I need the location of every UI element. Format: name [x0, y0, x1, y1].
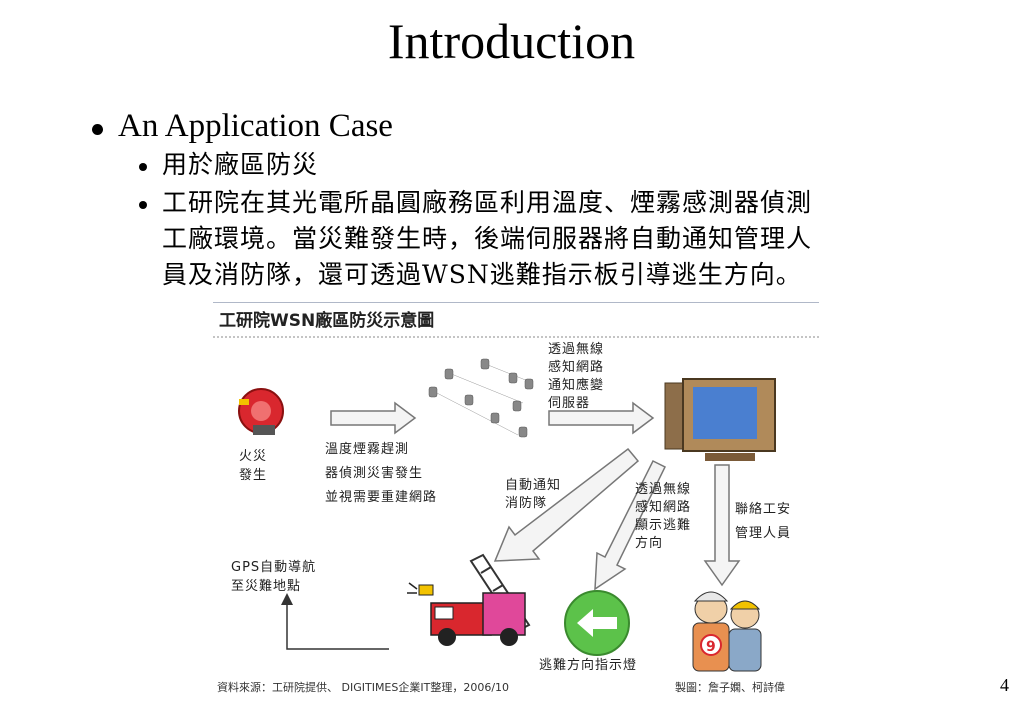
sub-bullet-dot: [139, 201, 147, 209]
sub-bullet-2-line-3: 員及消防隊，還可透過WSN逃難指示板引導逃生方向。: [162, 260, 802, 289]
fire-label-1: 火災: [239, 449, 267, 464]
wireless-server-label-2: 感知網路: [548, 359, 604, 375]
sensing-label-3: 並視需要重建網路: [325, 489, 437, 505]
sub-bullet-1: 用於廠區防災: [162, 150, 319, 179]
fire-alarm-icon: [238, 388, 284, 435]
display-label-1: 透過無線: [635, 481, 691, 497]
gps-label-2: 至災難地點: [231, 579, 301, 594]
contact-label-2: 管理人員: [735, 526, 791, 541]
wireless-server-label-4: 伺服器: [548, 396, 590, 411]
arrow-down-icon: [703, 464, 741, 587]
exit-sign-icon: [564, 590, 630, 656]
contact-label-1: 聯絡工安: [735, 501, 791, 517]
arrow-right-icon: [548, 401, 655, 435]
bullet-dot: [92, 124, 103, 135]
notify-fire-label-1: 自動通知: [505, 477, 561, 493]
page-number: 4: [1000, 675, 1009, 695]
arrow-right-icon: [330, 401, 417, 435]
sub-bullet-dot: [139, 163, 147, 171]
server-computer-icon: [664, 378, 776, 461]
notify-fire-label-2: 消防隊: [505, 495, 547, 511]
sensing-label-1: 溫度煙霧趕測: [325, 441, 409, 457]
sensor-network-icon: [428, 358, 534, 438]
source-right: 製圖：詹子嫻、柯詩偉: [675, 680, 785, 694]
slide-title: Introduction: [387, 13, 636, 69]
display-label-3: 顯示逃難: [635, 518, 691, 533]
wireless-server-label-3: 通知應變: [548, 377, 604, 393]
wsn-disaster-diagram: 工研院WSN廠區防災示意圖 火災 發生: [213, 302, 819, 699]
display-label-4: 方向: [635, 535, 663, 551]
arrow-down-icon: [594, 459, 667, 591]
sub-bullet-2-line-2: 工廠環境。當災難發生時，後端伺服器將自動通知管理人: [162, 224, 813, 253]
sub-bullet-2-line-1: 工研院在其光電所晶圓廠務區利用溫度、煙霧感測器偵測: [162, 188, 813, 217]
exit-sign-label: 逃難方向指示燈: [539, 657, 637, 673]
diagram-title: 工研院WSN廠區防災示意圖: [219, 310, 434, 331]
arrow-down-left-icon: [493, 447, 640, 562]
fire-truck-icon: [407, 553, 531, 646]
sensing-label-2: 器偵測災害發生: [325, 465, 423, 481]
safety-staff-icon: 9: [692, 591, 762, 672]
fire-label-2: 發生: [239, 468, 267, 483]
wireless-server-label-1: 透過無線: [548, 341, 604, 357]
gps-label-1: GPS自動導航: [231, 559, 316, 575]
bullet-text: An Application Case: [118, 108, 393, 144]
display-label-2: 感知網路: [635, 499, 691, 515]
worker-number: 9: [706, 639, 716, 655]
source-left: 資料來源：工研院提供、 DIGITIMES企業IT整理，2006/10: [217, 680, 509, 694]
